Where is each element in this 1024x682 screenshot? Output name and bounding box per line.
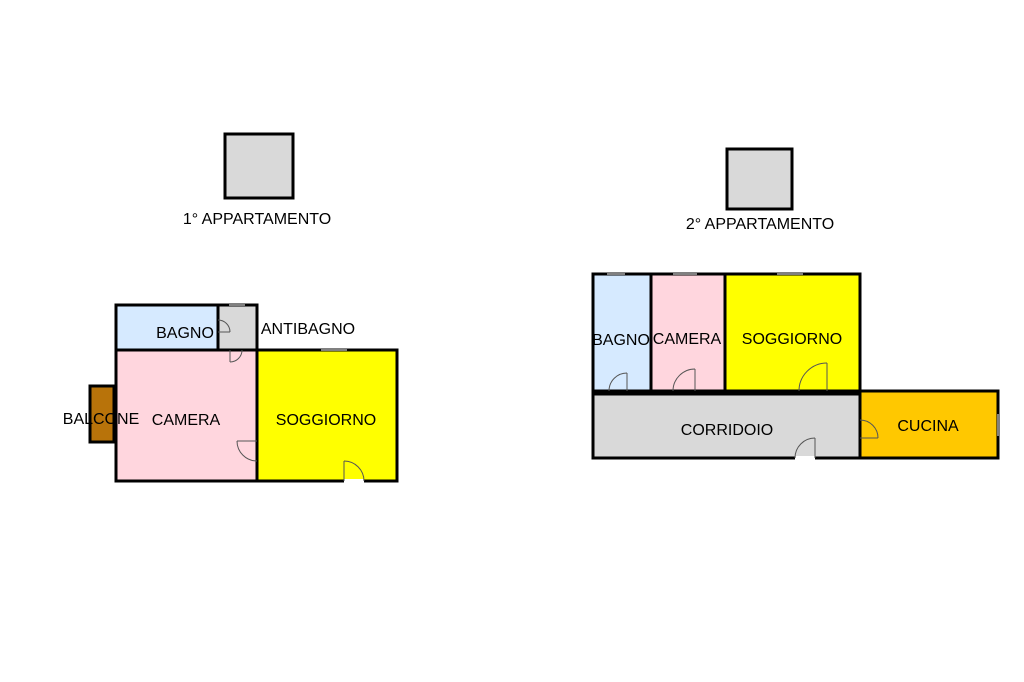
apt2-legend-square bbox=[725, 147, 794, 211]
apt1-door-bagno bbox=[217, 319, 231, 333]
apt2-label-bagno: BAGNO bbox=[592, 332, 650, 349]
apt2-label-cucina: CUCINA bbox=[897, 418, 959, 435]
apt2-label-soggiorno: SOGGIORNO bbox=[742, 331, 842, 348]
apt1-room-antibagno[interactable] bbox=[216, 303, 259, 352]
apt1-door-camera bbox=[236, 440, 258, 462]
apt2-label-corridoio: CORRIDOIO bbox=[681, 422, 773, 439]
apt1-door-antibagno bbox=[229, 349, 243, 363]
apt1-door-soggiorno bbox=[343, 460, 365, 484]
apt1-legend-square bbox=[223, 132, 295, 200]
apt1-room-soggiorno[interactable] bbox=[255, 348, 399, 483]
apt2-door-bagno bbox=[608, 372, 628, 392]
apt1-room-balcone[interactable] bbox=[88, 384, 116, 444]
apt1-label-soggiorno: SOGGIORNO bbox=[276, 412, 376, 429]
apt2-title: 2° APPARTAMENTO bbox=[686, 216, 834, 233]
apt2-room-bagno[interactable] bbox=[591, 272, 653, 393]
apt2-door-soggiorno bbox=[798, 362, 828, 392]
apartment-2: 2° APPARTAMENTO bbox=[591, 147, 1000, 461]
apt1-label-bagno: BAGNO bbox=[156, 325, 214, 342]
apt1-room-camera[interactable] bbox=[114, 348, 259, 483]
apt1-title: 1° APPARTAMENTO bbox=[183, 211, 331, 228]
apt2-door-camera bbox=[672, 368, 696, 392]
apt2-room-cucina[interactable] bbox=[858, 389, 1000, 460]
apt2-door-cucina bbox=[859, 419, 879, 439]
apt1-label-camera: CAMERA bbox=[152, 412, 221, 429]
apt1-label-antibagno: ANTIBAGNO bbox=[261, 321, 355, 338]
apt2-room-camera[interactable] bbox=[649, 272, 727, 393]
apt2-room-soggiorno[interactable] bbox=[723, 272, 862, 393]
apt1-label-balcone: BALCONE bbox=[63, 411, 139, 428]
apartment-1: 1° APPARTAMENTO bbox=[63, 132, 399, 484]
apt2-door-corridoio bbox=[794, 437, 816, 461]
apt2-label-camera: CAMERA bbox=[653, 331, 722, 348]
